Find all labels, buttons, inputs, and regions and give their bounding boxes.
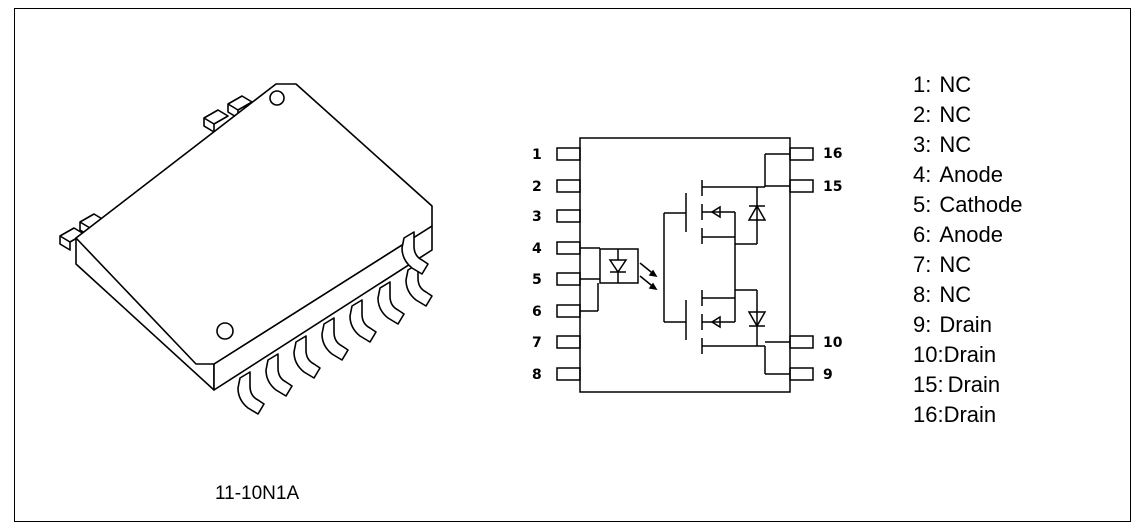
pin-assignment-list: 1: NC 2: NC 3: NC 4: Anode 5: Cathode 6: Anode… xyxy=(913,70,1023,430)
pin-number: 2: xyxy=(913,102,932,127)
pin-number: 3: xyxy=(913,132,932,157)
pin-function: NC xyxy=(939,132,972,157)
right-pin-number: 16 xyxy=(823,146,842,162)
pin-function: Drain xyxy=(939,312,992,337)
pin-function: NC xyxy=(939,252,972,277)
right-pin-number: 9 xyxy=(823,367,833,383)
pin-number: 7: xyxy=(913,252,932,277)
pin-number: 10: xyxy=(913,342,944,367)
left-pin-number: 7 xyxy=(532,335,542,351)
pin-row: 8: NC xyxy=(913,280,1023,310)
package-label: 11-10N1A xyxy=(215,483,300,504)
pin-function: Anode xyxy=(939,162,1003,187)
left-pin-number: 6 xyxy=(532,304,542,320)
figure-frame xyxy=(14,8,1131,522)
left-pin-number: 8 xyxy=(532,367,542,383)
pin-number: 6: xyxy=(913,222,932,247)
pin-function: NC xyxy=(939,282,972,307)
right-pin-number: 15 xyxy=(823,179,842,195)
pin-function: Drain xyxy=(947,372,1001,397)
pin-number: 1: xyxy=(913,72,932,97)
pin-row: 9: Drain xyxy=(913,310,1023,340)
pin-number: 4: xyxy=(913,162,932,187)
pin-number: 9: xyxy=(913,312,932,337)
pin-row: 15:Drain xyxy=(913,370,1023,400)
left-pin-number: 4 xyxy=(532,241,542,257)
right-pin-number: 10 xyxy=(823,335,843,351)
pin-function: NC xyxy=(939,102,972,127)
pin-row: 6: Anode xyxy=(913,220,1023,250)
pin-row: 3: NC xyxy=(913,130,1023,160)
pin-number: 5: xyxy=(913,192,932,217)
pin-function: Anode xyxy=(939,222,1003,247)
pin-row: 10:Drain xyxy=(913,340,1023,370)
pin-row: 4: Anode xyxy=(913,160,1023,190)
pin-row: 5: Cathode xyxy=(913,190,1023,220)
pin-row: 7: NC xyxy=(913,250,1023,280)
left-pin-number: 1 xyxy=(532,147,542,163)
pin-number: 16: xyxy=(913,402,944,427)
pin-number: 15: xyxy=(913,372,944,397)
pin-function: Drain xyxy=(943,342,997,367)
pin-row: 16:Drain xyxy=(913,400,1023,430)
pin-function: Cathode xyxy=(939,192,1023,217)
left-pin-number: 2 xyxy=(532,179,542,195)
pin-row: 1: NC xyxy=(913,70,1023,100)
pin-function: Drain xyxy=(943,402,997,427)
left-pin-number: 5 xyxy=(532,272,542,288)
pin-function: NC xyxy=(939,72,972,97)
pin-number: 8: xyxy=(913,282,932,307)
pin-row: 2: NC xyxy=(913,100,1023,130)
left-pin-number: 3 xyxy=(532,209,542,225)
